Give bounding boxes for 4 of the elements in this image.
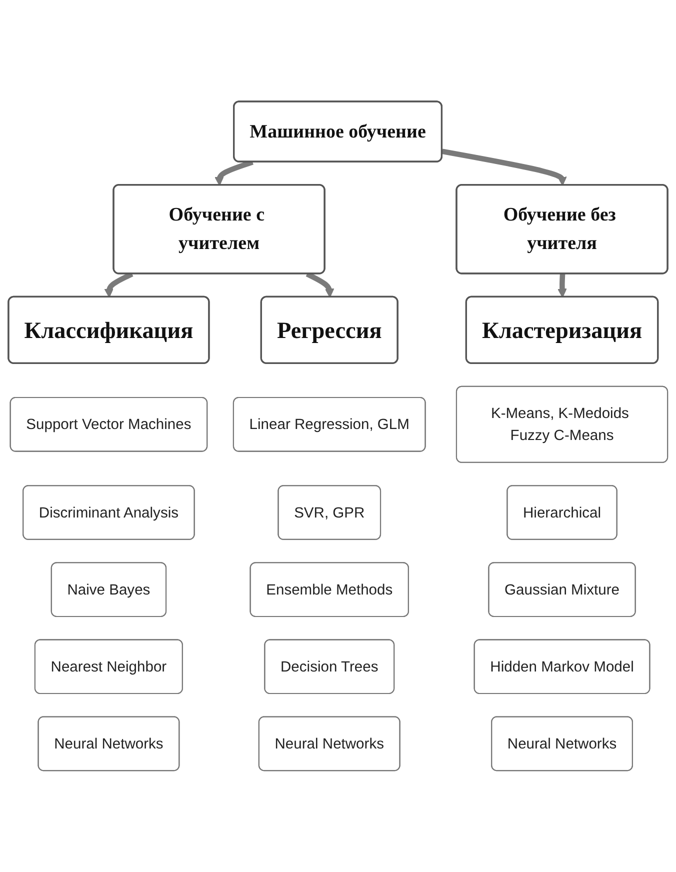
arrow	[104, 272, 134, 298]
arrow	[306, 272, 334, 298]
arrow	[558, 273, 567, 298]
arrow	[442, 148, 567, 186]
